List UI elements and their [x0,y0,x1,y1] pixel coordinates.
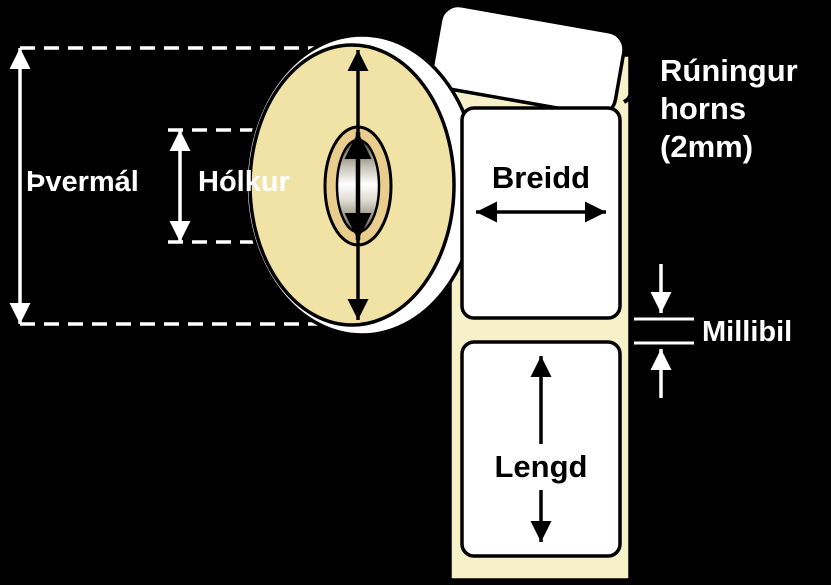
width-label: Breidd [491,160,591,195]
corner-note-line3: (2mm) [660,128,754,164]
length-label: Lengd [462,444,620,490]
core-label: Hólkur [198,166,290,198]
corner-note-line1: Rúningur [660,53,798,88]
length-label-text: Lengd [484,444,598,490]
diameter-dimension-lines [9,46,334,326]
top-label-wrap [430,3,626,117]
corner-pointer-arrow [622,62,686,104]
top-label [430,3,626,117]
gap-label: Millibil [702,316,793,348]
diameter-label: Þvermál [26,166,139,198]
corner-note: Rúningur horns (2mm) [660,52,798,165]
corner-note-line2: horns [660,90,747,126]
gap-dimension-lines [634,264,694,398]
